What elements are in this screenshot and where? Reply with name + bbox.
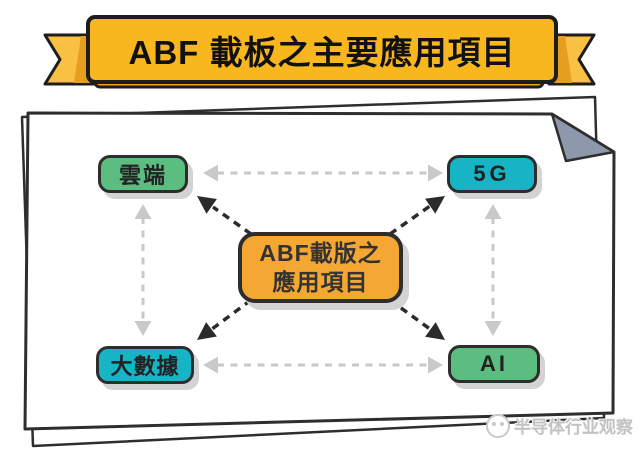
center-label-line2: 應用項目 xyxy=(272,268,369,295)
arrow-5g-ai xyxy=(484,204,502,336)
node-ai: AI xyxy=(448,345,540,383)
arrow-center-ai xyxy=(388,298,445,340)
node-bigdata: 大數據 xyxy=(96,346,194,384)
arrow-center-5g xyxy=(388,196,445,236)
arrow-cloud-5g xyxy=(203,164,443,182)
node-bigdata-label: 大數據 xyxy=(110,354,180,379)
watermark: 半导体行业观察 xyxy=(486,413,633,438)
watermark-text: 半导体行业观察 xyxy=(514,418,633,437)
node-cloud: 雲端 xyxy=(98,155,188,193)
node-center: ABF載版之 應用項目 xyxy=(238,232,403,303)
arrow-bigdata-ai xyxy=(203,356,443,374)
node-5g: 5G xyxy=(447,155,537,193)
arrow-center-cloud xyxy=(197,196,253,236)
banner-title: ABF 載板之主要應用項目 xyxy=(128,33,516,71)
node-cloud-label: 雲端 xyxy=(118,163,167,188)
ribbon-banner xyxy=(43,15,596,89)
center-label-line1: ABF載版之 xyxy=(259,239,382,266)
publisher-logo-icon xyxy=(486,413,510,438)
arrow-cloud-bigdata xyxy=(134,204,152,336)
ribbon-main xyxy=(86,15,558,84)
node-5g-label: 5G xyxy=(473,161,511,186)
node-ai-label: AI xyxy=(480,351,508,376)
page-fold-icon xyxy=(550,112,616,163)
arrow-center-bigdata xyxy=(197,298,253,340)
ribbon-fold-right xyxy=(554,36,572,83)
